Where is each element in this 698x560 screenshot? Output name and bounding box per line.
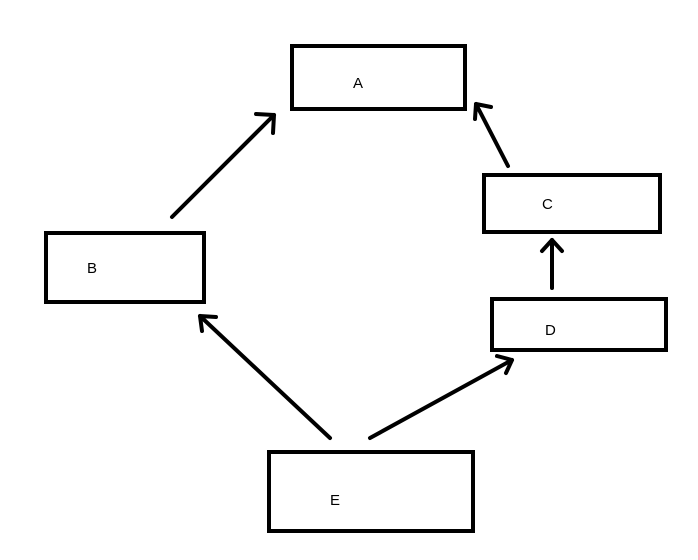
node-a-label: A (353, 75, 364, 92)
node-d-label: D (545, 322, 556, 339)
edge-e-to-b (198, 314, 332, 440)
edge-e-to-d (368, 354, 514, 440)
node-c: C (482, 173, 662, 234)
node-b-label: B (87, 260, 98, 277)
node-d: D (490, 297, 668, 352)
edge-d-to-c (540, 238, 564, 290)
node-a: A (290, 44, 467, 111)
node-e-label: E (330, 492, 341, 509)
edge-c-to-a (473, 102, 510, 168)
node-e: E (267, 450, 475, 533)
node-c-label: C (542, 196, 553, 213)
node-b: B (44, 231, 206, 304)
edge-b-to-a (170, 112, 276, 219)
